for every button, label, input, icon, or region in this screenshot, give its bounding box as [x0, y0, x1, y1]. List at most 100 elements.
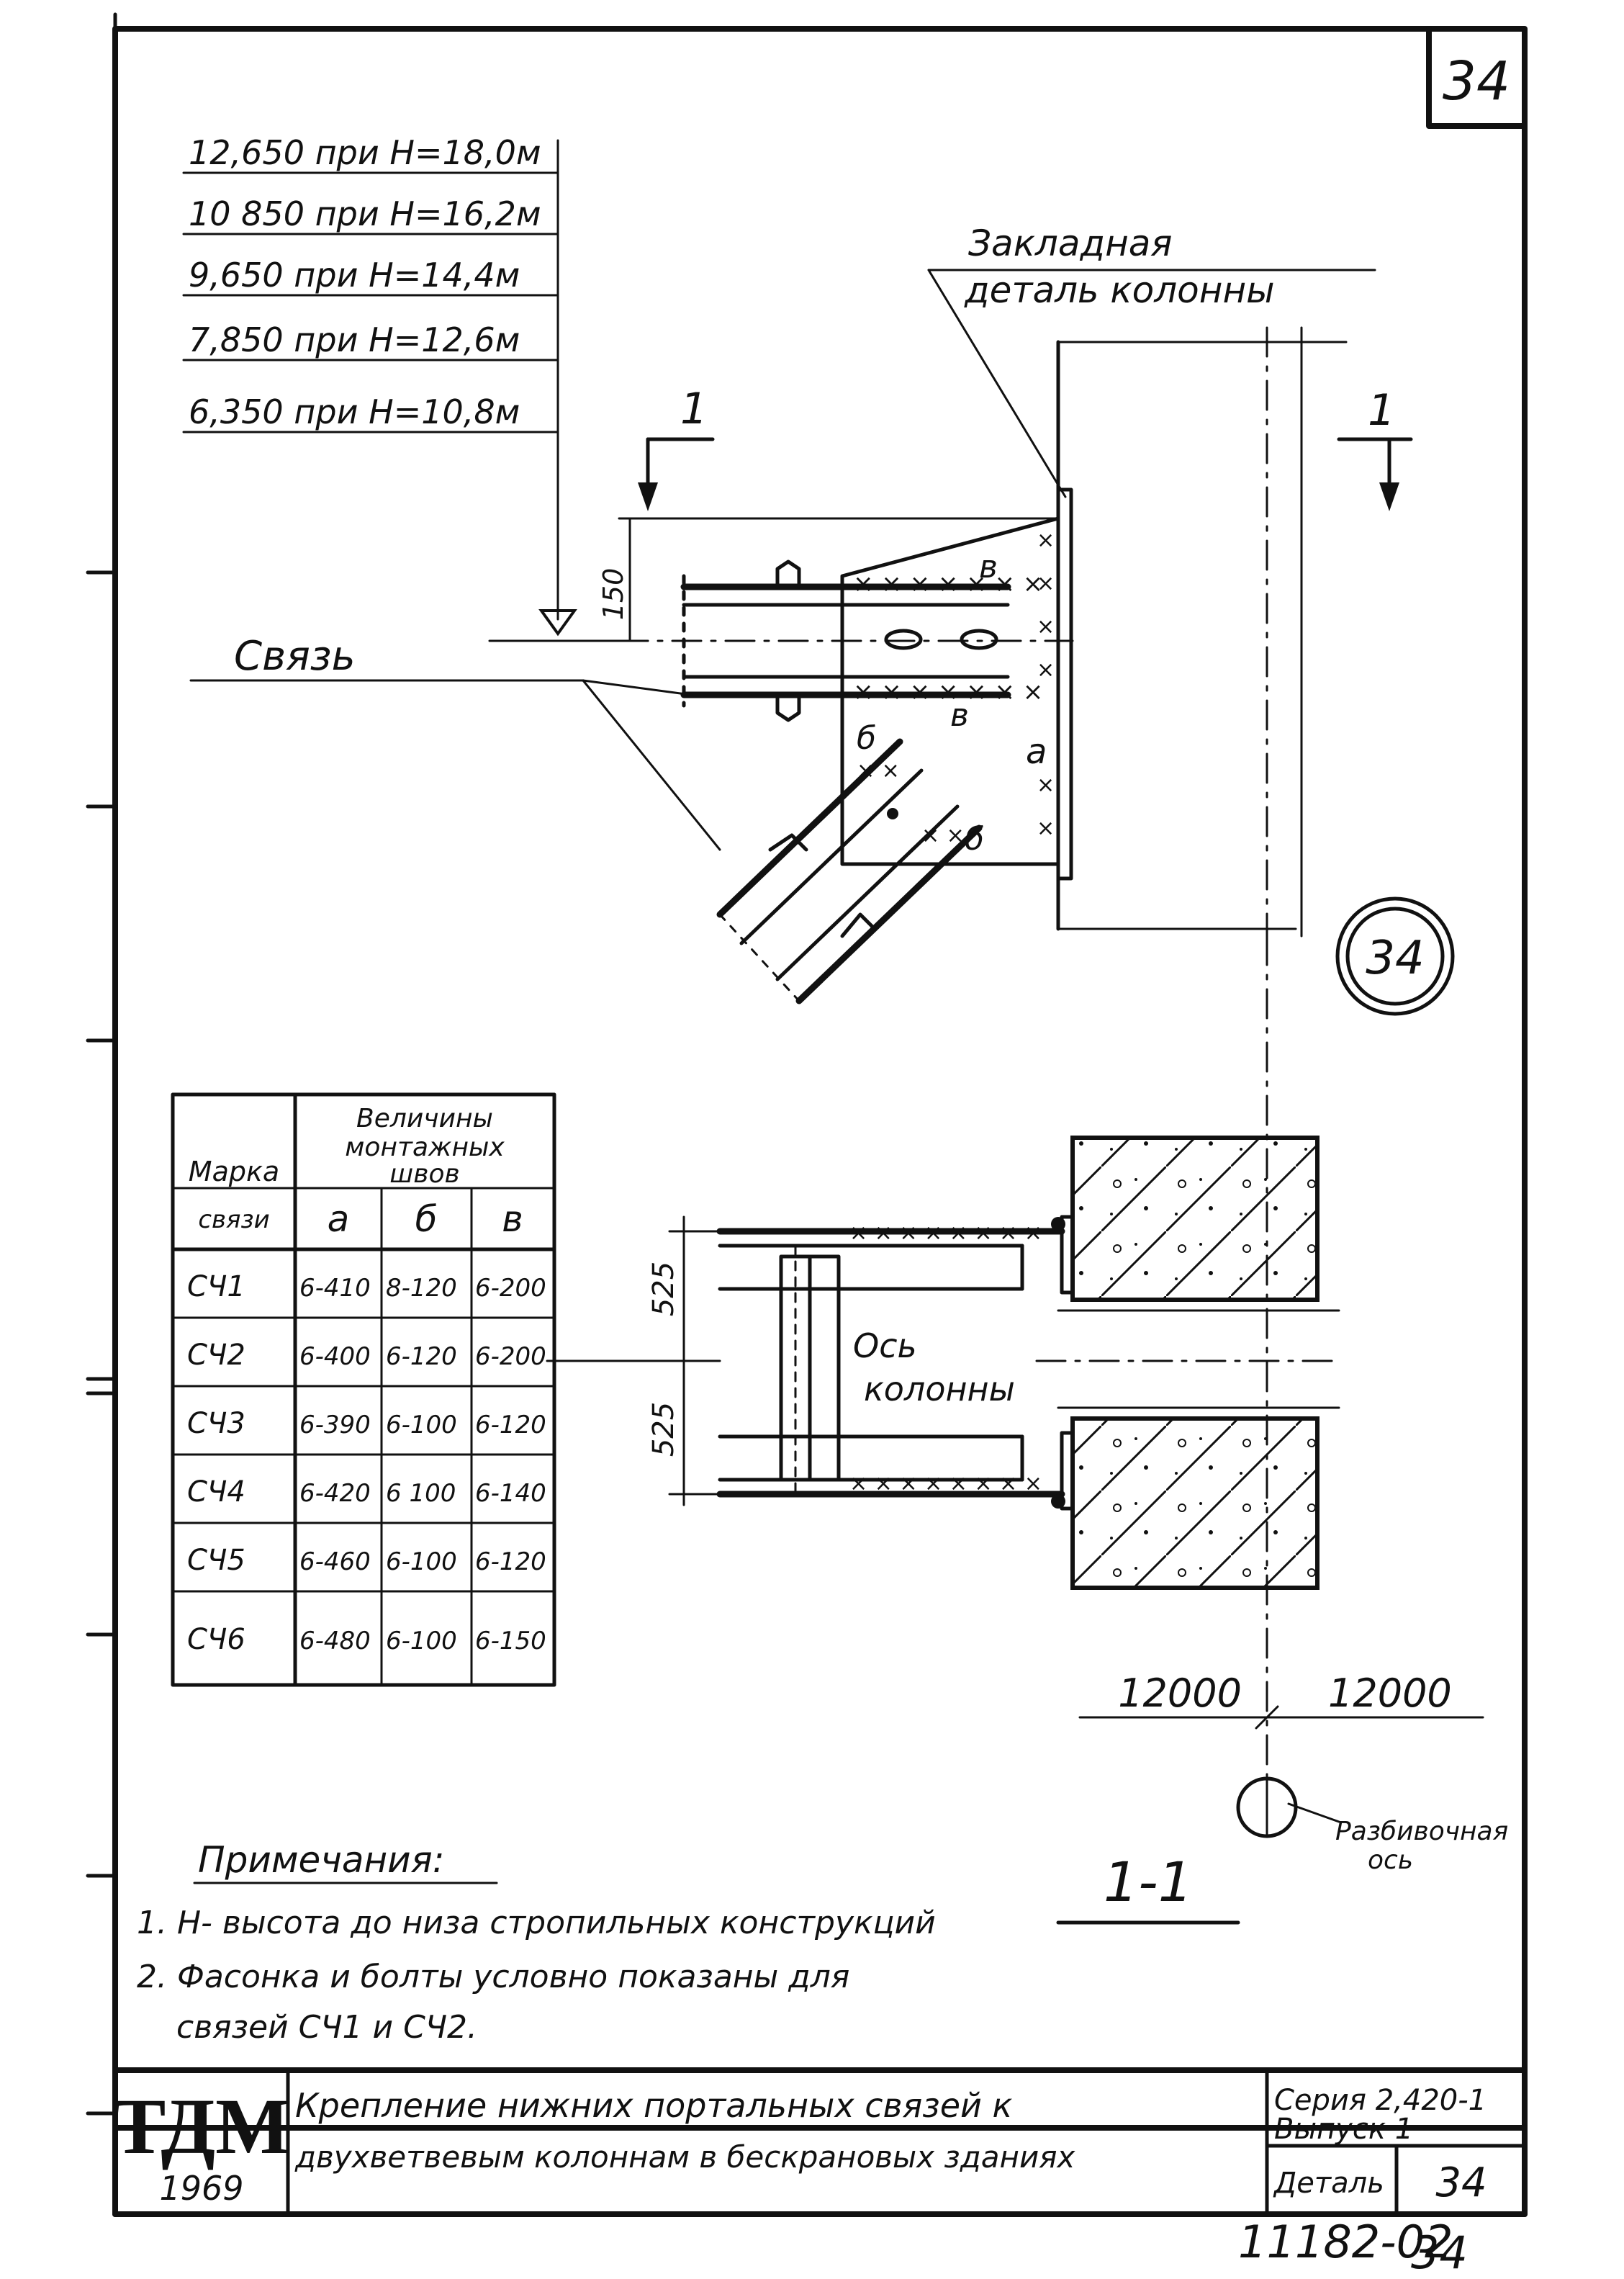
note-1: 1. Н- высота до низа стропильных констру… — [137, 1905, 936, 1941]
section-mark-right: 1 — [1368, 385, 1395, 436]
svg-text:×: × — [1037, 571, 1055, 596]
column-axis-label-2: колонны — [864, 1370, 1015, 1408]
title-year: 1969 — [159, 2169, 243, 2208]
weld-label-a: а — [1026, 732, 1047, 772]
table-row: СЧ2 6-400 6-120 6-200 — [187, 1339, 546, 1372]
table-row: СЧ4 6-420 6 100 6-140 — [187, 1475, 546, 1509]
svg-text:6-100: 6-100 — [386, 1547, 457, 1576]
column-branch-top — [1070, 1136, 1320, 1302]
table-row: СЧ5 6-460 6-100 6-120 — [187, 1544, 546, 1577]
node-elevation-view: × × × × × × × × × × × × × × × × × × × × … — [189, 222, 1455, 1016]
notes-title: Примечания: — [198, 1839, 445, 1881]
svg-text:× ×: × × — [921, 823, 965, 848]
svg-text:6 100: 6 100 — [386, 1479, 456, 1508]
section-1-1-view: × × × × × × × × × × × × × × × × 525 525 … — [546, 1136, 1508, 1925]
weld-table: Марка связи Величины монтажных швов а б … — [171, 1092, 556, 1687]
weld-label-b-left: б — [857, 720, 876, 757]
brace-label: Связь — [234, 633, 356, 680]
title-series: Серия 2,420-1 — [1274, 2084, 1487, 2117]
svg-text:6-410: 6-410 — [299, 1274, 371, 1303]
title-issue: Выпуск 1 — [1274, 2113, 1413, 2146]
svg-text:6-140: 6-140 — [475, 1479, 546, 1508]
weld-label-v-top: в — [979, 549, 998, 585]
svg-text:6-200: 6-200 — [475, 1342, 546, 1371]
layout-axis-label-2: ось — [1368, 1846, 1413, 1875]
elevation-3: 9,650 при Н=14,4м — [189, 256, 520, 295]
svg-text:6-460: 6-460 — [299, 1547, 371, 1576]
svg-text:× ×: × × — [857, 758, 900, 783]
title-detail-number: 34 — [1435, 2159, 1487, 2206]
embedded-part-label-2: деталь колонны — [964, 269, 1275, 311]
table-header-mark-1: Марка — [189, 1156, 279, 1187]
svg-text:×: × — [1037, 614, 1055, 639]
note-3: связей СЧ1 и СЧ2. — [176, 2009, 477, 2046]
table-col-v: в — [502, 1198, 523, 1240]
svg-text:СЧ3: СЧ3 — [187, 1407, 245, 1440]
svg-text:6-150: 6-150 — [475, 1627, 546, 1655]
sheet-number-box: 34 — [1426, 26, 1528, 129]
column-axis-label-1: Ось — [853, 1326, 917, 1365]
svg-text:СЧ2: СЧ2 — [187, 1339, 245, 1372]
table-row: СЧ1 6-410 8-120 6-200 — [187, 1270, 546, 1303]
dim-525-top: 525 — [647, 1262, 680, 1316]
span-left: 12000 — [1118, 1671, 1242, 1716]
table-col-b: б — [415, 1198, 438, 1240]
section-mark-left: 1 — [680, 384, 708, 434]
svg-text:6-390: 6-390 — [299, 1411, 371, 1439]
note-2: 2. Фасонка и болты условно показаны для — [137, 1959, 849, 1995]
title-line-1: Крепление нижних портальных связей к — [295, 2086, 1013, 2125]
svg-text:СЧ1: СЧ1 — [187, 1270, 245, 1303]
svg-text:СЧ4: СЧ4 — [187, 1475, 245, 1509]
table-row: СЧ6 6-480 6-100 6-150 — [187, 1623, 546, 1656]
table-header-values-3: швов — [389, 1159, 459, 1189]
svg-text:6-420: 6-420 — [299, 1479, 371, 1508]
span-right: 12000 — [1328, 1671, 1452, 1716]
embedded-part-label-1: Закладная — [968, 222, 1172, 264]
level-marker — [538, 609, 577, 637]
logo: ТДМ — [113, 2082, 290, 2170]
svg-text:СЧ5: СЧ5 — [187, 1544, 245, 1577]
document-code: 11182-02 — [1238, 2216, 1453, 2268]
table-row: СЧ3 6-390 6-100 6-120 — [187, 1407, 546, 1440]
table-header-values-1: Величины — [356, 1104, 493, 1133]
elevation-2: 10 850 при Н=16,2м — [189, 194, 541, 233]
weld-label-b-right: б — [965, 821, 984, 858]
section-title: 1-1 — [1104, 1850, 1193, 1914]
svg-text:6-480: 6-480 — [299, 1627, 371, 1655]
title-detail-label: Деталь — [1273, 2167, 1384, 2200]
column-branch-bottom — [1070, 1416, 1320, 1590]
svg-text:× × × × × × × ×: × × × × × × × × — [849, 1471, 1042, 1496]
notes: Примечания: 1. Н- высота до низа стропил… — [137, 1839, 936, 2046]
svg-text:× × × × × × ×: × × × × × × × — [853, 678, 1043, 706]
elevation-5: 6,350 при Н=10,8м — [189, 392, 520, 431]
svg-text:8-120: 8-120 — [386, 1274, 457, 1303]
svg-text:×: × — [1037, 773, 1055, 798]
table-header-mark-2: связи — [198, 1205, 269, 1234]
svg-text:× × × × × × × ×: × × × × × × × × — [849, 1221, 1042, 1246]
title-line-2: двухветвевым колоннам в бескрановых здан… — [294, 2139, 1076, 2175]
svg-text:× × × × × × ×: × × × × × × × — [853, 570, 1043, 598]
sheet-number: 34 — [1443, 50, 1510, 112]
page-number: 34 — [1411, 2226, 1468, 2279]
svg-text:×: × — [1037, 657, 1055, 683]
elevation-1: 12,650 при Н=18,0м — [189, 133, 541, 172]
layout-axis-label-1: Разбивочная — [1335, 1817, 1508, 1846]
table-header-values-2: монтажных — [345, 1133, 505, 1162]
svg-text:6-120: 6-120 — [475, 1547, 546, 1576]
svg-text:6-200: 6-200 — [475, 1274, 546, 1303]
svg-text:6-100: 6-100 — [386, 1627, 457, 1655]
elevation-list: 12,650 при Н=18,0м 10 850 при Н=16,2м 9,… — [182, 133, 577, 637]
elevation-4: 7,850 при Н=12,6м — [189, 320, 520, 359]
weld-label-v-bottom: в — [950, 697, 969, 734]
dim-150: 150 — [597, 568, 629, 621]
svg-text:6-100: 6-100 — [386, 1411, 457, 1439]
svg-text:×: × — [1037, 816, 1055, 841]
svg-text:6-400: 6-400 — [299, 1342, 371, 1371]
sheet-frame — [86, 12, 1528, 2155]
svg-text:СЧ6: СЧ6 — [187, 1623, 245, 1656]
svg-text:6-120: 6-120 — [386, 1342, 457, 1371]
detail-circle-number: 34 — [1366, 932, 1424, 985]
table-col-a: а — [328, 1198, 350, 1240]
dim-525-bottom: 525 — [647, 1402, 680, 1457]
